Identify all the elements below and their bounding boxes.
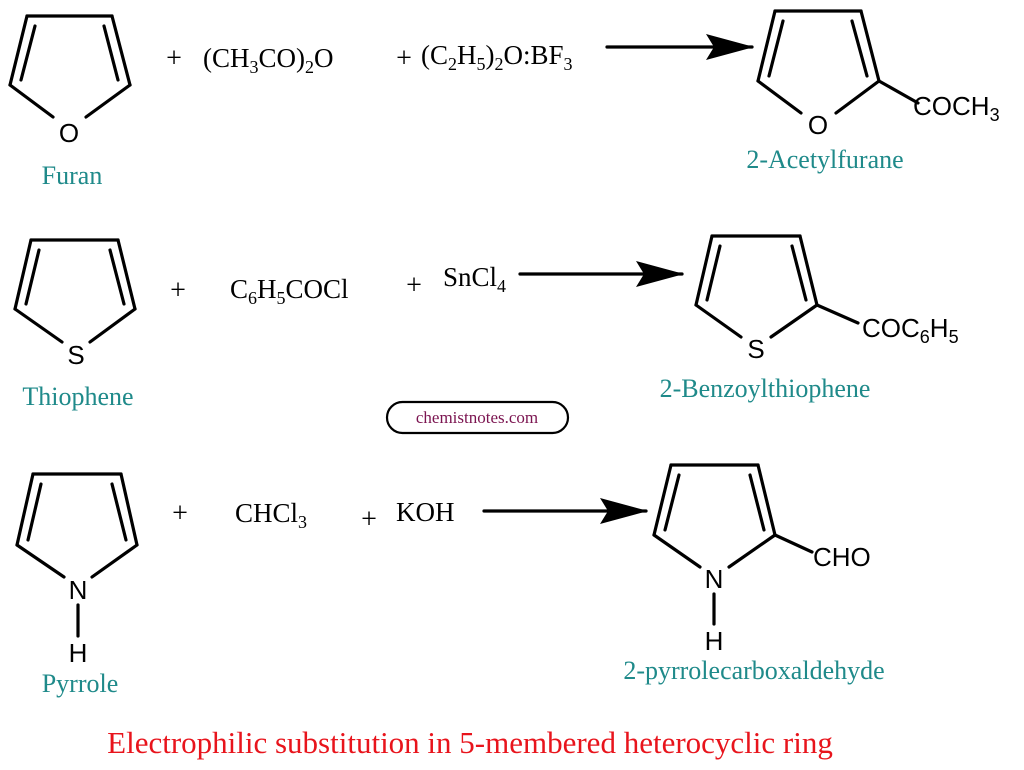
furan-oxygen-atom: O: [59, 118, 79, 148]
reaction-furan: O Furan + (CH3CO)2O + (C2H5)2O:BF3 O COC…: [8, 9, 1000, 190]
plus-sign: +: [170, 275, 186, 306]
benzoyl-substituent: COC6H5: [862, 313, 959, 347]
chloroform-formula: CHCl3: [235, 498, 307, 532]
figure-title: Electrophilic substitution in 5-membered…: [107, 725, 833, 760]
pyrrolecarboxaldehyde-structure: N H CHO: [652, 463, 871, 656]
plus-sign: +: [166, 43, 182, 74]
plus-sign: +: [172, 498, 188, 529]
benzoyl-chloride-formula: C6H5COCl: [230, 274, 349, 308]
pyrrolecarboxaldehyde-label: 2-pyrrolecarboxaldehyde: [623, 656, 884, 685]
watermark-text: chemistnotes.com: [416, 408, 538, 427]
plus-sign: +: [361, 504, 377, 535]
bf3-etherate-formula: (C2H5)2O:BF3: [421, 40, 573, 74]
acetylfurane-label: 2-Acetylfurane: [746, 145, 903, 174]
reaction-thiophene: S Thiophene + C6H5COCl + SnCl4 S COC6H5 …: [13, 234, 959, 411]
acetyl-substituent: COCH3: [913, 91, 1000, 125]
pyrrole-hydrogen-atom: H: [69, 638, 88, 668]
formyl-substituent: CHO: [813, 542, 871, 572]
watermark-badge: chemistnotes.com: [385, 400, 570, 435]
furan-structure: O: [8, 14, 132, 148]
furan-label: Furan: [42, 161, 103, 190]
product-sulfur-atom: S: [747, 334, 764, 364]
pyrrole-nitrogen-atom: N: [69, 575, 88, 605]
plus-sign: +: [396, 43, 412, 74]
acetylfuran-structure: O COCH3: [756, 9, 1000, 140]
pyrrole-label: Pyrrole: [42, 669, 119, 698]
thiophene-structure: S: [13, 238, 137, 370]
product-oxygen-atom: O: [808, 110, 828, 140]
benzoylthiophene-structure: S COC6H5: [694, 234, 959, 364]
product-nitrogen-atom: N: [705, 564, 724, 594]
tin-chloride-formula: SnCl4: [443, 262, 506, 296]
thiophene-sulfur-atom: S: [67, 340, 84, 370]
pyrrole-structure: N H: [15, 472, 139, 668]
product-hydrogen-atom: H: [705, 626, 724, 656]
thiophene-label: Thiophene: [22, 382, 133, 411]
benzoylthiophene-label: 2-Benzoylthiophene: [660, 374, 871, 403]
plus-sign: +: [406, 270, 422, 301]
reaction-pyrrole: N H Pyrrole + CHCl3 + KOH N H CHO 2-pyrr…: [15, 463, 885, 698]
koh-formula: KOH: [396, 497, 455, 527]
acetic-anhydride-formula: (CH3CO)2O: [203, 43, 334, 77]
